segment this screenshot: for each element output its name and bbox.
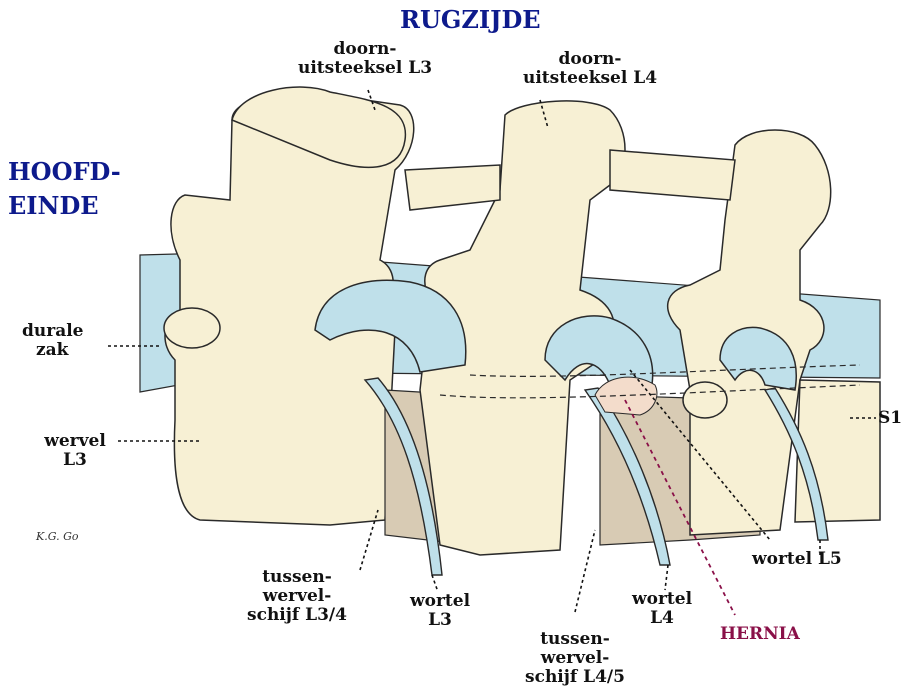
facet-knob-l5 [683,382,727,418]
label-root-l3-line1: wortel [395,592,485,611]
label-hernia: HERNIA [720,625,800,644]
artist-signature: K.G. Go [36,530,79,543]
label-disc45-line2: wervel- [500,649,650,668]
label-vertebra-line2: L3 [30,451,120,470]
label-disc34-line1: tussen- [222,568,372,587]
label-disc34-line2: wervel- [222,587,372,606]
label-spinous-l4-line1: doorn- [495,50,685,69]
label-disc-l4-5: tussen- wervel- schijf L4/5 [500,630,650,687]
leader-line-disc45 [575,530,595,612]
heading-hoofdeinde-line2: EINDE [8,192,99,220]
heading-hoofdeinde-line1: HOOFD- [8,158,121,186]
label-vertebra-line1: wervel [30,432,120,451]
facet-knob-l3 [164,308,220,348]
label-vertebra-l3: wervel L3 [30,432,120,470]
label-spinous-l4: doorn- uitsteeksel L4 [495,50,685,88]
label-root-l4-line1: wortel [612,590,712,609]
label-root-l4-line2: L4 [612,609,712,628]
label-dural-sac: durale zak [22,322,102,360]
label-dural-line2: zak [22,341,102,360]
sacrum-s1 [795,380,880,522]
label-root-l5: wortel L5 [752,550,842,569]
leader-line-root-l3 [432,575,438,592]
label-disc45-line3: schijf L4/5 [500,668,650,687]
label-spinous-l3-line2: uitsteeksel L3 [270,59,460,78]
label-disc45-line1: tussen- [500,630,650,649]
label-root-l3: wortel L3 [395,592,485,630]
leader-line-root-l4 [665,565,668,590]
heading-rugzijde: RUGZIJDE [400,6,541,34]
label-root-l4: wortel L4 [612,590,712,628]
label-root-l3-line2: L3 [395,611,485,630]
label-disc34-line3: schijf L3/4 [222,606,372,625]
label-spinous-l4-line2: uitsteeksel L4 [495,69,685,88]
label-spinous-l3-line1: doorn- [270,40,460,59]
label-dural-line1: durale [22,322,102,341]
label-spinous-l3: doorn- uitsteeksel L3 [270,40,460,78]
arch-connection-l3-l4 [405,165,500,210]
label-s1: S1 [878,409,902,428]
arch-connection-l4-l5 [610,150,735,200]
label-disc-l3-4: tussen- wervel- schijf L3/4 [222,568,372,625]
